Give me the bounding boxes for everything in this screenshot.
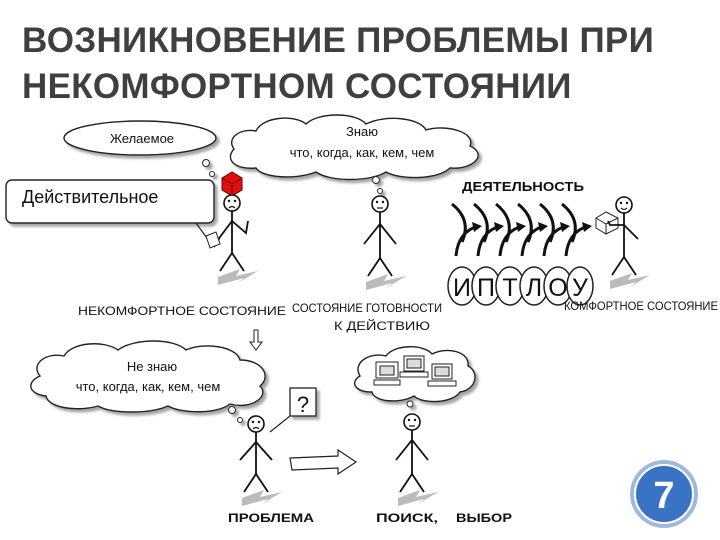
down-arrow [249, 329, 263, 351]
iptlou-item: Т [495, 266, 525, 306]
iptlou-letter: У [572, 274, 588, 302]
actual-label: Действительное [22, 187, 158, 207]
slide-title-line-2: НЕКОМФОРТНОМ СОСТОЯНИИ [22, 67, 572, 106]
state-comfortable-label: КОМФОРТНОЕ СОСТОЯНИЕ [564, 299, 718, 313]
know-detail: что, когда, как, кем, чем [290, 145, 435, 160]
dont-know-cloud: Не знаю что, когда, как, кем, чем [30, 340, 266, 423]
activity-arrowheads [472, 222, 592, 232]
slide-number-badge: 7 [630, 460, 698, 528]
red-cube-icon [221, 171, 243, 197]
state-uncomfortable-label: НЕКОМФОРТНОЕ СОСТОЯНИЕ [78, 304, 286, 318]
desired-cloud-shape [63, 120, 217, 177]
stick-figure-problem [239, 415, 282, 506]
desired-cloud: Желаемое [63, 120, 217, 177]
state-ready-label-line-2: К ДЕЙСТВИЮ [334, 318, 430, 333]
dont-know-detail: что, когда, как, кем, чем [76, 379, 221, 394]
know-cloud-shape [229, 114, 479, 194]
computer-icon [427, 363, 457, 387]
box-icon [595, 211, 619, 235]
slide-title: ВОЗНИКНОВЕНИЕ ПРОБЛЕМЫ ПРИ НЕКОМФОРТНОМ … [22, 18, 702, 110]
right-arrow [289, 448, 358, 476]
desired-label: Желаемое [110, 131, 174, 146]
question-box: ? [269, 387, 317, 433]
search-label: ПОИСК, [376, 511, 438, 525]
state-ready-label-line-1: СОСТОЯНИЕ ГОТОВНОСТИ [292, 301, 442, 315]
actual-box: Действительное [5, 179, 215, 246]
know-title: Знаю [346, 124, 378, 139]
stick-figure-comfortable [607, 196, 650, 289]
iptlou-group: И П Т Л О У [447, 266, 594, 306]
badge-core [634, 464, 694, 524]
iptlou-item: О [543, 266, 573, 306]
dont-know-title: Не знаю [127, 359, 178, 374]
iptlou-letter: Т [502, 274, 517, 302]
slide-title-line-1: ВОЗНИКНОВЕНИЕ ПРОБЛЕМЫ ПРИ [22, 21, 655, 60]
stick-figure-uncomfortable [213, 194, 258, 285]
actual-box-frame [5, 179, 215, 224]
question-mark: ? [297, 392, 309, 417]
iptlou-letter: И [453, 274, 471, 302]
iptlou-item: Л [519, 266, 549, 306]
thinking-cloud [353, 346, 476, 408]
paper-sheet-icon [205, 231, 221, 249]
know-cloud: Знаю что, когда, как, кем, чем [229, 114, 479, 194]
choice-label: ВЫБОР [456, 511, 512, 525]
iptlou-letter: Л [526, 274, 542, 302]
dont-know-cloud-shape [30, 340, 266, 423]
computer-icon [373, 361, 401, 386]
stick-figure-ready [363, 195, 406, 290]
problem-label: ПРОБЛЕМА [228, 511, 314, 525]
computer-icon [399, 355, 429, 378]
iptlou-letter: П [477, 274, 495, 302]
stick-figure-search [395, 413, 438, 506]
slide-number: 7 [653, 475, 674, 517]
iptlou-letter: О [548, 274, 567, 302]
activity-label: ДЕЯТЕЛЬНОСТЬ [462, 179, 584, 194]
iptlou-item: У [566, 266, 594, 306]
